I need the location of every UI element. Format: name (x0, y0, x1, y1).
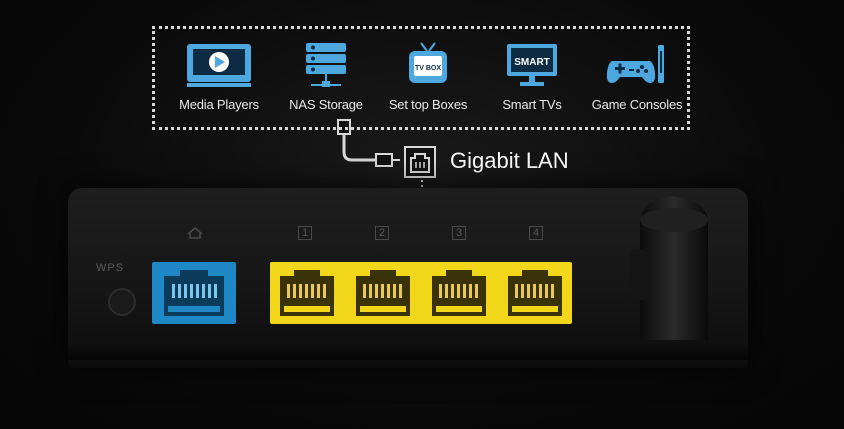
svg-text:TV BOX: TV BOX (415, 65, 441, 72)
device-label: NAS Storage (289, 97, 363, 112)
lan-port-1[interactable] (280, 270, 334, 316)
lan-port-4[interactable] (508, 270, 562, 316)
connected-devices-panel: Media Players NAS Storage TV BOX Set top… (152, 26, 690, 130)
gigabit-lan-label: Gigabit LAN (450, 148, 569, 173)
wan-globe-icon (187, 227, 203, 239)
device-label: Media Players (179, 97, 259, 112)
lan-ports (270, 262, 572, 324)
device-smart-tvs: SMART Smart TVs (482, 41, 582, 112)
device-media-players: Media Players (169, 41, 269, 112)
lan-port-3[interactable] (432, 270, 486, 316)
svg-text:SMART: SMART (514, 57, 550, 68)
antenna (630, 196, 708, 340)
smart-tv-icon: SMART (507, 44, 557, 86)
device-label: Game Consoles (591, 97, 683, 112)
game-console-icon (606, 45, 664, 83)
wan-port[interactable] (152, 262, 236, 324)
lan-port-2[interactable] (356, 270, 410, 316)
device-set-top-boxes: TV BOX Set top Boxes (378, 41, 478, 112)
device-label: Set top Boxes (388, 97, 468, 112)
wps-button[interactable] (108, 288, 136, 316)
media-player-icon (187, 44, 251, 87)
device-game-consoles: Game Consoles (587, 41, 687, 112)
lan-port-label-1: 1 (298, 226, 313, 240)
device-nas-storage: NAS Storage (276, 41, 376, 112)
set-top-box-icon: TV BOX (409, 42, 447, 83)
router-base (68, 340, 748, 360)
lan-port-label-4: 4 (529, 226, 544, 240)
lan-port-label-2: 2 (375, 226, 390, 240)
lan-port-sockets (280, 270, 562, 316)
device-label: Smart TVs (502, 97, 562, 112)
nas-storage-icon (306, 43, 346, 87)
wan-port-socket (164, 270, 224, 316)
wps-label: WPS (96, 262, 125, 274)
lan-port-icon (404, 146, 436, 178)
lan-port-label-3: 3 (452, 226, 467, 240)
